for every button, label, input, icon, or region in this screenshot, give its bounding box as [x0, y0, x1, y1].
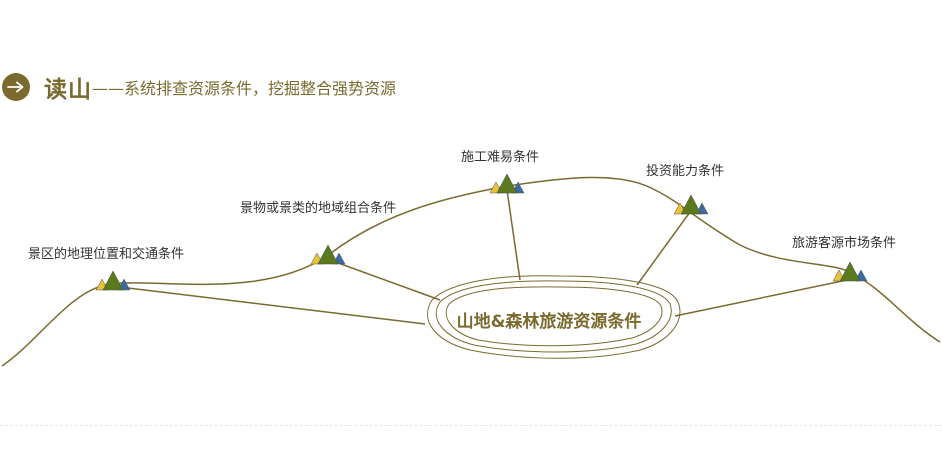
connector-n5	[674, 279, 848, 317]
connector-n4	[636, 211, 691, 286]
section-title: 读山	[44, 77, 92, 103]
connector-n2	[329, 259, 441, 301]
section-header: 读山 ——系统排查资源条件，挖掘整合强势资源	[0, 70, 396, 104]
node-label-location-transport: 景区的地理位置和交通条件	[28, 246, 184, 262]
mountain-peak-icon	[310, 244, 346, 265]
node-label-construction: 施工难易条件	[461, 149, 539, 165]
node-label-scenery-combination: 景物或景类的地域组合条件	[240, 200, 396, 216]
connector-n1	[111, 285, 426, 325]
connector-lines	[111, 189, 848, 325]
node-label-tourist-market: 旅游客源市场条件	[792, 235, 896, 251]
section-subtitle: ——系统排查资源条件，挖掘整合强势资源	[92, 79, 397, 98]
connector-n3	[506, 189, 521, 281]
node-label-investment: 投资能力条件	[646, 163, 724, 179]
center-rings	[427, 275, 681, 359]
arrow-right-icon[interactable]	[2, 73, 30, 101]
mountain-peak-icon	[673, 194, 709, 215]
mountain-peak-icon	[489, 173, 525, 194]
center-label: 山地&森林旅游资源条件	[457, 311, 642, 332]
footer-divider	[0, 425, 942, 426]
mountain-peak-icon	[95, 270, 131, 291]
mountain-peak-icon	[832, 261, 868, 282]
